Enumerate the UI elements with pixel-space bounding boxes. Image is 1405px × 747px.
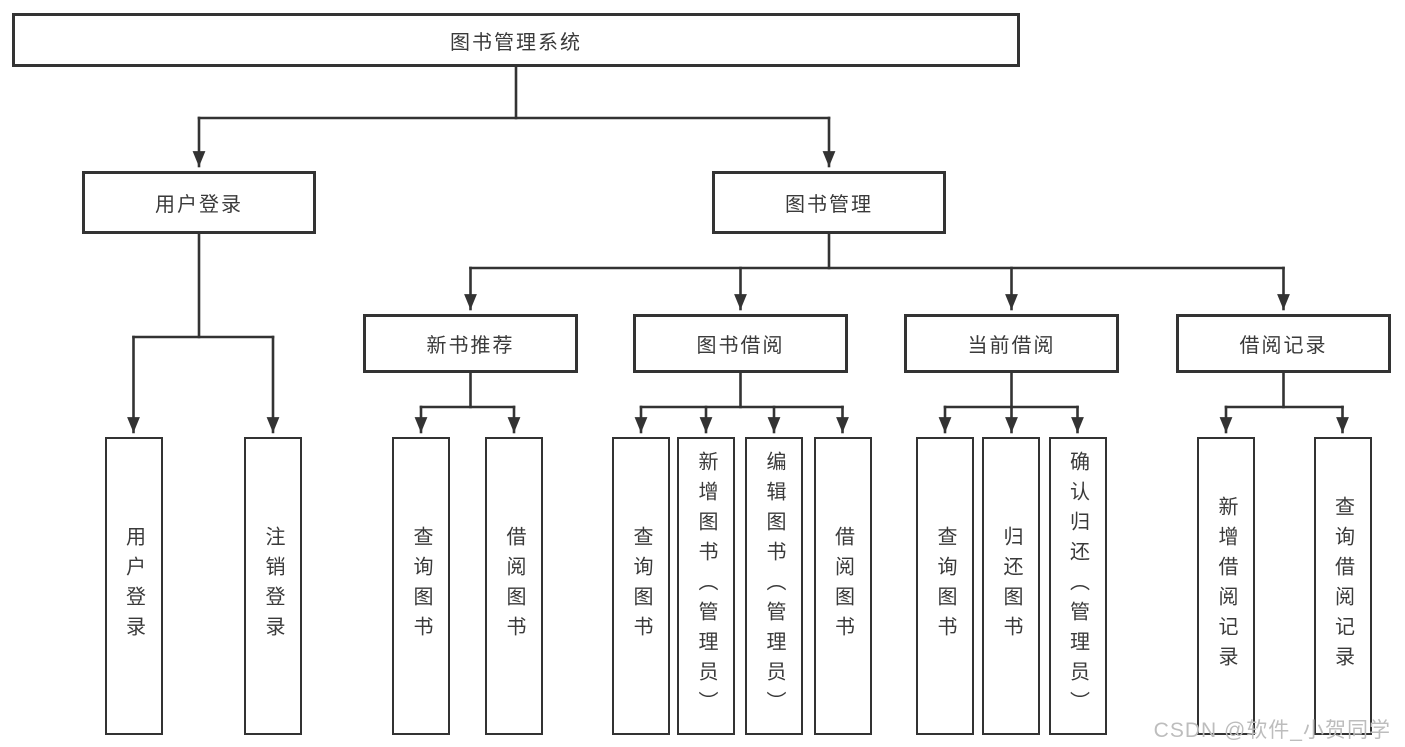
leaf-add-borrow-record: 新增借阅记录: [1197, 437, 1255, 735]
node-current-borrowing: 当前借阅: [904, 314, 1119, 373]
leaf-borrow-books-recommend: 借阅图书: [485, 437, 543, 735]
node-borrowing-records: 借阅记录: [1176, 314, 1391, 373]
leaf-return-book: 归还图书: [982, 437, 1040, 735]
leaf-query-books-borrowing: 查询图书: [612, 437, 670, 735]
node-book-management: 图书管理: [712, 171, 946, 234]
node-library-management-system: 图书管理系统: [12, 13, 1020, 67]
leaf-logout: 注销登录: [244, 437, 302, 735]
csdn-watermark: CSDN @软件_小贺同学: [1153, 719, 1391, 742]
node-new-book-recommendation: 新书推荐: [363, 314, 578, 373]
leaf-query-books-recommend: 查询图书: [392, 437, 450, 735]
leaf-query-books-current: 查询图书: [916, 437, 974, 735]
leaf-confirm-return-admin: 确认归还（管理员）: [1048, 437, 1107, 735]
leaf-borrow-books-borrowing: 借阅图书: [813, 437, 872, 735]
leaf-add-book-admin: 新增图书（管理员）: [677, 437, 735, 735]
leaf-edit-book-admin: 编辑图书（管理员）: [745, 437, 803, 735]
node-user-login: 用户登录: [82, 171, 316, 234]
node-book-borrowing: 图书借阅: [633, 314, 848, 373]
leaf-query-borrow-record: 查询借阅记录: [1313, 437, 1372, 735]
leaf-user-login: 用户登录: [104, 437, 163, 735]
